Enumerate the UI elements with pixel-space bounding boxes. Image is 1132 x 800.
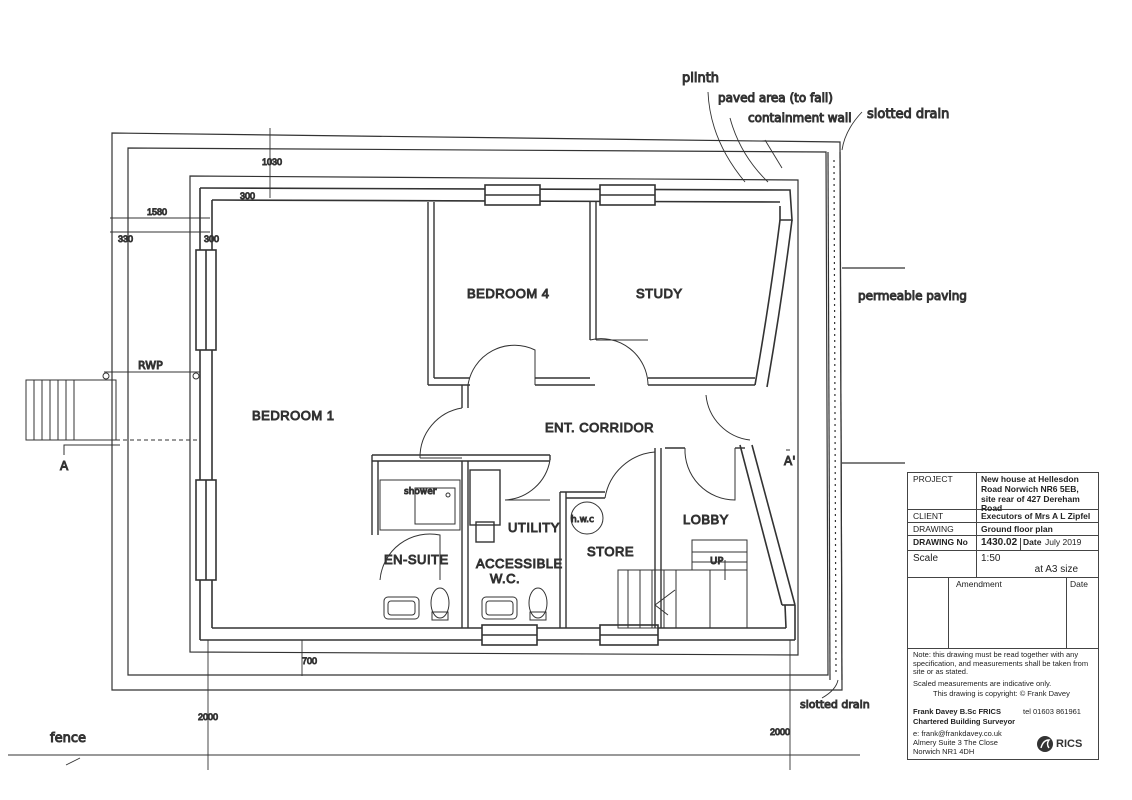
room-en-suite: EN-SUITE [384, 552, 449, 567]
rics-logo-icon [1037, 736, 1053, 752]
stairs [617, 539, 748, 629]
label-fence: fence [50, 731, 86, 746]
room-utility: UTILITY [508, 520, 560, 535]
section-lines [63, 444, 790, 455]
drawing-no-label: DRAWING No [913, 537, 968, 547]
label-slotted-drain-top: slotted drain [867, 107, 949, 122]
rics-logo-text: RICS [1056, 738, 1083, 750]
label-section-a-prime: A' [784, 454, 796, 468]
author-tel: tel 01603 861961 [1023, 707, 1081, 716]
room-accessible: ACCESSIBLE [476, 556, 563, 571]
author-role: Chartered Building Surveyor [913, 717, 1016, 726]
dim-300-left: 300 [204, 234, 219, 244]
client-label: CLIENT [913, 511, 944, 521]
label-slotted-drain-bottom: slotted drain [800, 698, 870, 711]
title-block: PROJECT New house at Hellesdon Road Norw… [907, 472, 1099, 760]
dim-330: 330 [118, 234, 133, 244]
author-address-1: Almery Suite 3 The Close [913, 738, 998, 747]
room-store: STORE [587, 544, 634, 559]
label-containment-wall: containment wall [748, 111, 852, 125]
room-study: STUDY [636, 286, 683, 301]
dim-2000-right: 2000 [770, 727, 790, 737]
scale-label: Scale [913, 553, 939, 564]
door-swings [379, 338, 751, 581]
scale-value: 1:50 [981, 553, 1001, 564]
dim-1580: 1580 [147, 207, 167, 217]
label-rwp: RWP [138, 359, 163, 372]
project-row: PROJECT New house at Hellesdon Road Norw… [908, 473, 1098, 513]
amendment-label: Amendment [956, 579, 1002, 589]
room-ent-corridor: ENT. CORRIDOR [545, 420, 654, 435]
label-section-a: A [60, 459, 69, 473]
room-bedroom-4: BEDROOM 4 [467, 286, 550, 301]
leader-lines [707, 91, 863, 699]
drawing-note: Note: this drawing must be read together… [913, 650, 1089, 677]
room-lobby: LOBBY [683, 512, 729, 527]
client-value: Executors of Mrs A L Zipfel [981, 511, 1091, 521]
drawing-no-value: 1430.02 [981, 537, 1018, 548]
dim-700: 700 [302, 656, 317, 666]
amendment-date-label: Date [1070, 579, 1088, 589]
project-value: New house at Hellesdon Road Norwich NR6 … [981, 474, 1080, 514]
scale-row: Scale 1:50 at A3 size [908, 551, 1098, 578]
dim-1030: 1030 [262, 157, 282, 167]
internal-walls [371, 202, 755, 628]
dim-300-top: 300 [240, 191, 255, 201]
label-stairs-up: UP [710, 556, 723, 567]
project-label: PROJECT [913, 474, 953, 484]
site-outline [111, 132, 905, 691]
client-row: CLIENT Executors of Mrs A L Zipfel [908, 510, 1098, 523]
label-plinth: plinth [682, 71, 719, 86]
entrance-ramp [25, 371, 200, 441]
date-label: Date [1020, 537, 1041, 550]
label-permeable-paving: permeable paving [858, 289, 967, 303]
author-address-2: Norwich NR1 4DH [913, 747, 975, 756]
scale-size: at A3 size [1034, 564, 1078, 575]
author-email: e: frank@frankdavey.co.uk [913, 729, 1002, 738]
amendment-row: Amendment Date [908, 578, 1098, 649]
author-name: Frank Davey B.Sc FRICS [913, 707, 1001, 716]
drawing-value: Ground floor plan [981, 524, 1053, 534]
drawing-number-row: DRAWING No 1430.02 Date July 2019 [908, 536, 1098, 551]
copyright-note: This drawing is copyright: © Frank Davey [933, 689, 1070, 698]
drawing-label: DRAWING [913, 524, 954, 534]
date-value: July 2019 [1045, 537, 1082, 547]
label-shower: shower [404, 487, 437, 497]
drawing-note-scaled: Scaled measurements are indicative only. [913, 679, 1052, 688]
label-paved-area: paved area (to fall) [718, 91, 833, 105]
dimension-lines [8, 128, 860, 770]
ensuite-fittings [379, 479, 604, 621]
dim-2000-left: 2000 [198, 712, 218, 722]
room-accessible-wc: W.C. [490, 571, 520, 586]
room-bedroom-1: BEDROOM 1 [252, 408, 335, 423]
drawing-row: DRAWING Ground floor plan [908, 523, 1098, 536]
label-hwc: h.w.c [571, 515, 594, 525]
